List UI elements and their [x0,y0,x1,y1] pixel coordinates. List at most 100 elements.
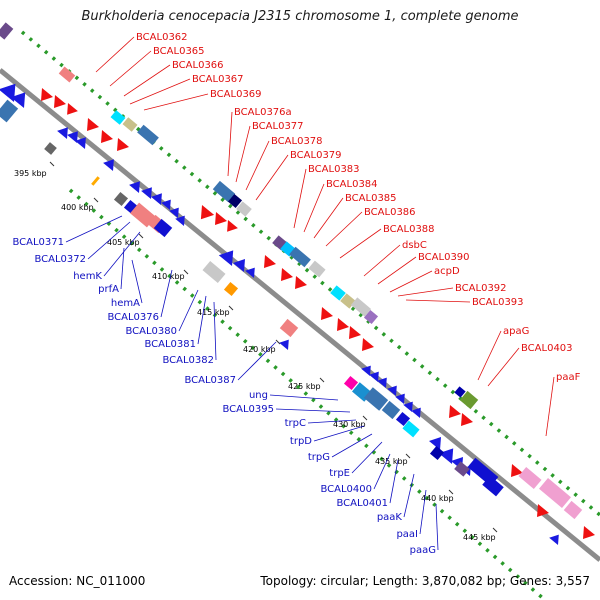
scale-tick [319,377,325,383]
forward-gene-block [212,180,236,203]
reverse-gene-block [482,475,504,497]
scale-label: 405 kbp [107,238,140,247]
forward-gene-arrow [461,413,473,426]
reverse-gene-leader [403,473,415,518]
reverse-gene-leader [103,231,141,277]
scale-tick [93,197,99,203]
reverse-gene-arrow [175,215,185,226]
forward-gene-block [58,66,76,83]
forward-gene-label: paaF [556,372,581,383]
scale-tick [275,339,281,345]
reverse-gene-arrow [103,159,114,171]
reverse-gene-arrow [377,377,387,388]
reverse-gene-block [44,142,57,155]
reverse-gene-leader [178,289,199,332]
reverse-gene-arrow [57,127,68,139]
forward-gene-arrow [117,138,129,151]
forward-gene-label: BCAL0386 [364,207,416,218]
reverse-gene-leader [419,489,427,535]
reverse-gene-block [343,375,359,391]
reverse-gene-block [91,176,100,186]
reverse-gene-block [113,191,129,207]
forward-gene-arrow [537,504,549,517]
reverse-gene-label: BCAL0382 [162,355,214,366]
forward-gene-label: BCAL0392 [455,283,507,294]
reverse-gene-block [279,318,299,338]
forward-gene-arrow [281,268,293,281]
forward-gene-block [363,309,379,325]
forward-gene-leader [303,183,325,233]
forward-gene-arrow [295,276,307,289]
reverse-gene-arrow [395,393,405,404]
reverse-gene-arrow [141,187,152,199]
forward-gene-leader [405,299,471,303]
forward-gene-arrow [264,255,276,268]
forward-gene-leader [545,376,555,437]
forward-gene-label: BCAL0376a [234,107,292,118]
scale-tick [183,269,189,275]
scale-tick [49,161,55,167]
reverse-gene-block [395,411,411,427]
reverse-gene-leader [435,503,439,551]
forward-gene-block [236,201,252,217]
scale-tick [228,305,234,311]
forward-gene-label: BCAL0383 [308,164,360,175]
forward-gene-block [563,500,583,520]
forward-gene-leader [389,270,433,293]
forward-gene-label: dsbC [402,240,427,251]
reverse-gene-block [363,387,389,411]
forward-gene-arrow [87,118,99,131]
scale-label: 440 kbp [421,494,454,503]
forward-gene-block [122,117,138,132]
reverse-gene-arrow [129,181,140,193]
forward-gene-arrow [449,405,461,418]
forward-gene-label: BCAL0393 [472,297,524,308]
map-title: Burkholderia cenocepacia J2315 chromosom… [81,9,519,24]
reverse-gene-leader [331,433,373,458]
reverse-gene-label: trpD [290,436,312,447]
forward-gene-label: BCAL0378 [271,136,323,147]
scale-label: 400 kbp [61,203,94,212]
reverse-gene-arrow [10,92,26,108]
reverse-gene-arrow [387,385,397,396]
forward-gene-label: BCAL0384 [326,179,378,190]
reverse-gene-label: hemA [111,298,140,309]
forward-gene-label: apaG [503,326,529,337]
forward-gene-block [350,297,372,317]
forward-gene-arrow [321,307,333,320]
reverse-gene-leader [120,247,125,290]
reverse-gene-arrow [361,365,371,376]
genome-summary-text: Topology: circular; Length: 3,870,082 bp… [260,574,590,588]
forward-gene-leader [109,50,152,87]
forward-gene-leader [487,347,520,387]
reverse-gene-label: paaG [410,545,436,556]
forward-gene-label: BCAL0379 [290,150,342,161]
reverse-gene-label: BCAL0376 [107,312,159,323]
reverse-gene-leader [237,341,277,381]
forward-gene-block [308,260,326,278]
forward-gene-leader [227,111,233,177]
reverse-gene-leader [275,408,351,413]
reverse-gene-label: prfA [98,284,119,295]
scale-tick [362,415,368,421]
reverse-gene-label: BCAL0401 [336,498,388,509]
reverse-gene-arrow [245,267,255,278]
forward-gene-label: BCAL0390 [418,252,470,263]
forward-gene-leader [363,244,401,277]
reverse-gene-arrow [75,137,86,149]
reverse-gene-arrow [0,83,16,102]
scale-label: 430 kbp [333,420,366,429]
forward-gene-label: BCAL0365 [153,46,205,57]
reverse-gene-arrow [151,193,162,205]
reverse-gene-leader [87,221,131,260]
reverse-gene-label: trpE [329,468,350,479]
forward-gene-leader [143,93,209,111]
forward-gene-arrow [200,205,215,220]
reverse-gene-label: trpG [308,452,330,463]
forward-gene-label: BCAL0367 [192,74,244,85]
reverse-gene-arrow [233,259,245,272]
forward-gene-leader [123,64,171,97]
reverse-gene-block [153,218,173,238]
scale-label: 425 kbp [288,382,321,391]
